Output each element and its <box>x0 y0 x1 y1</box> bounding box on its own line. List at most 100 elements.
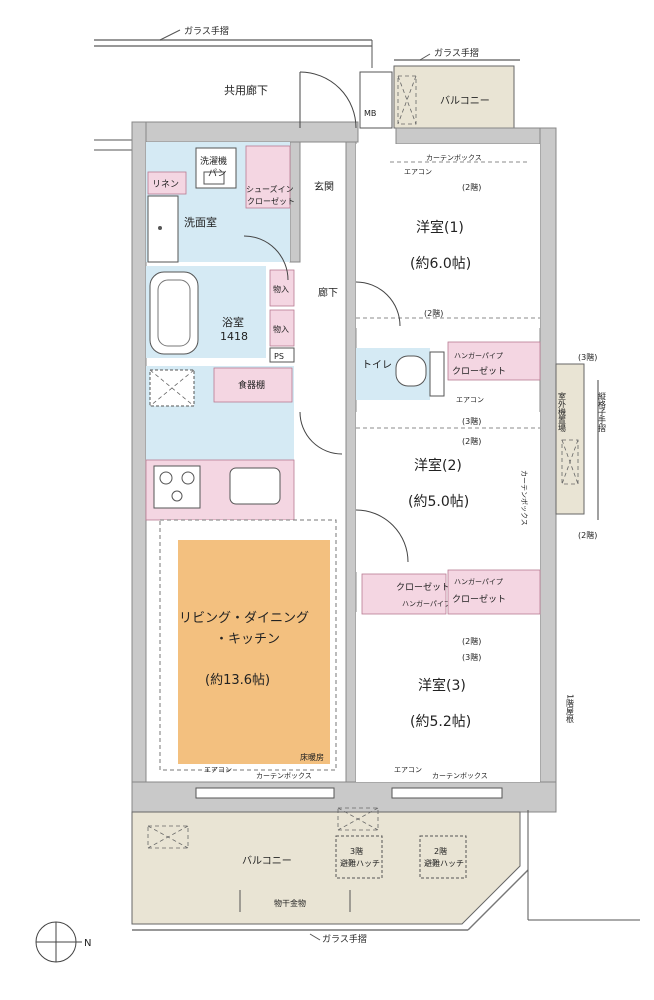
bedroom3-size: (約5.2帖) <box>410 714 471 730</box>
hanger-pipe-1-label: ハンガーパイプ <box>454 351 503 360</box>
ldk-floor-heating <box>178 540 330 764</box>
floor-2-a-label: (2階) <box>424 308 443 318</box>
linen-cabinet <box>147 171 187 195</box>
bedroom1-name: 洋室(1) <box>416 219 464 236</box>
shoes-in-closet-label-1: シューズイン <box>246 184 294 194</box>
outdoor-unit-label: 室外機置場 <box>558 391 567 433</box>
floor-2-d-label: (2階) <box>462 636 481 646</box>
hatch-3f-label-1: 3階 <box>350 846 363 856</box>
closet-bedroom3 <box>361 573 447 615</box>
toilet-fixture <box>395 355 427 387</box>
drying-hardware-label: 物干金物 <box>274 898 306 908</box>
curtain-box-3-label: カーテンボックス <box>256 772 312 780</box>
closet-3-label: クローゼット <box>452 593 506 605</box>
ldk-size: (約13.6帖) <box>205 673 270 688</box>
bathroom-label: 浴室 <box>222 315 244 329</box>
mb-box <box>359 71 393 129</box>
laundry-pan-label-2: パン <box>208 168 226 179</box>
washroom-label: 洗面室 <box>184 215 217 229</box>
bedroom1-size: (約6.0帖) <box>410 256 471 272</box>
bedroom3-area <box>356 612 540 782</box>
closet-1-label: クローゼット <box>452 365 506 377</box>
compass: N <box>35 921 91 963</box>
bedroom2-size: (約5.0帖) <box>408 494 469 510</box>
aircon-1-label: エアコン <box>404 168 432 176</box>
corridor-label: 廊下 <box>318 286 338 299</box>
hanger-pipe-2-label: ハンガーパイプ <box>402 599 451 608</box>
toilet-tank <box>429 351 445 397</box>
exterior-walls <box>131 121 557 813</box>
hatch-2f-label-1: 2階 <box>434 846 447 856</box>
floor-3-a-label: (3階) <box>462 416 481 426</box>
bedroom1-door <box>355 281 401 327</box>
balcony-top-label: バルコニー <box>440 95 490 107</box>
floor-heating-label: 床暖房 <box>300 752 324 762</box>
closet-bedroom1 <box>447 341 541 381</box>
hatch-3f-label-2: 避難ハッチ <box>340 858 380 868</box>
entrance-label: 玄関 <box>314 180 334 193</box>
vanity-counter <box>147 195 179 263</box>
ldk-door <box>299 411 343 455</box>
cooktop <box>153 465 201 509</box>
floor-2-c-label: (2階) <box>462 436 481 446</box>
floor-3-side-label: (3階) <box>578 352 597 362</box>
shoes-in-closet <box>245 145 291 209</box>
storage-2 <box>269 309 295 347</box>
laundry-pan <box>195 147 237 189</box>
bedroom3-window <box>391 787 503 799</box>
hatch-2f <box>419 835 467 879</box>
aircon-4-label: エアコン <box>394 766 422 774</box>
aircon-2-label: エアコン <box>456 396 484 404</box>
glass-rail-top-label: ガラス手摺 <box>184 25 229 37</box>
storage-2-label: 物入 <box>273 324 289 334</box>
bathtub <box>149 271 199 355</box>
floor-2-b-label: (2階) <box>462 182 481 192</box>
floor-3-b-label: (3階) <box>462 652 481 662</box>
glass-rail-right-top-label: ガラス手摺 <box>434 47 479 59</box>
floor-2-side-label: (2階) <box>578 530 597 540</box>
common-corridor-label: 共用廊下 <box>224 83 268 97</box>
storage-1-label: 物入 <box>273 284 289 294</box>
kitchen-sink <box>229 467 281 505</box>
bedroom2-name: 洋室(2) <box>414 457 462 474</box>
hatch-2f-label-2: 避難ハッチ <box>424 858 464 868</box>
bottom-balcony: バルコニー 3階 避難ハッチ 2階 避難ハッチ 物干金物 ガラス手摺 <box>131 807 529 945</box>
balcony-bottom-label: バルコニー <box>242 855 292 867</box>
bathroom-size-label: 1418 <box>220 330 248 343</box>
bedroom3-name: 洋室(3) <box>418 677 466 694</box>
laundry-pan-label-1: 洗濯機 <box>200 155 227 167</box>
bedroom2-area <box>356 412 540 572</box>
outdoor-unit-area: 室外機置場 縦格子手摺 (3階) (2階) <box>555 352 607 540</box>
glass-rail-bottom-label: ガラス手摺 <box>322 933 367 945</box>
shoes-in-closet-label-2: クローゼット <box>247 196 295 206</box>
closet-2-label: クローゼット <box>396 581 450 593</box>
ps-label: PS <box>274 352 284 361</box>
top-balcony: バルコニー ガラス手摺 <box>393 47 520 129</box>
hatch-3f <box>335 835 383 879</box>
pantry-label: 食器棚 <box>238 379 265 391</box>
top-glass-rail: ガラス手摺 <box>94 25 373 68</box>
bedroom1-area <box>356 144 540 328</box>
mb-label: MB <box>364 109 376 118</box>
ldk-name-1: リビング・ダイニング <box>179 611 309 626</box>
curtain-box-1-label: カーテンボックス <box>426 154 482 162</box>
aircon-3-label: エアコン <box>204 766 232 774</box>
toilet-label: トイレ <box>362 360 392 371</box>
first-floor-roof-label: 1階屋根 <box>566 694 575 724</box>
curtain-box-2-label: カーテンボックス <box>520 470 528 526</box>
storage-1 <box>269 269 295 307</box>
closet-bedroom2 <box>447 569 541 615</box>
ldk-name-2: ・キッチン <box>215 632 280 647</box>
ldk-window <box>195 787 335 799</box>
lattice-rail-label: 縦格子手摺 <box>598 391 607 433</box>
bedroom2-door <box>355 509 409 563</box>
washroom-door <box>243 235 289 281</box>
entrance-door <box>299 71 357 129</box>
compass-n-label: N <box>84 938 91 949</box>
hanger-pipe-3-label: ハンガーパイプ <box>454 577 503 586</box>
linen-label: リネン <box>152 179 179 190</box>
pantry <box>213 367 293 403</box>
ps-box <box>269 347 295 363</box>
curtain-box-4-label: カーテンボックス <box>432 772 488 780</box>
